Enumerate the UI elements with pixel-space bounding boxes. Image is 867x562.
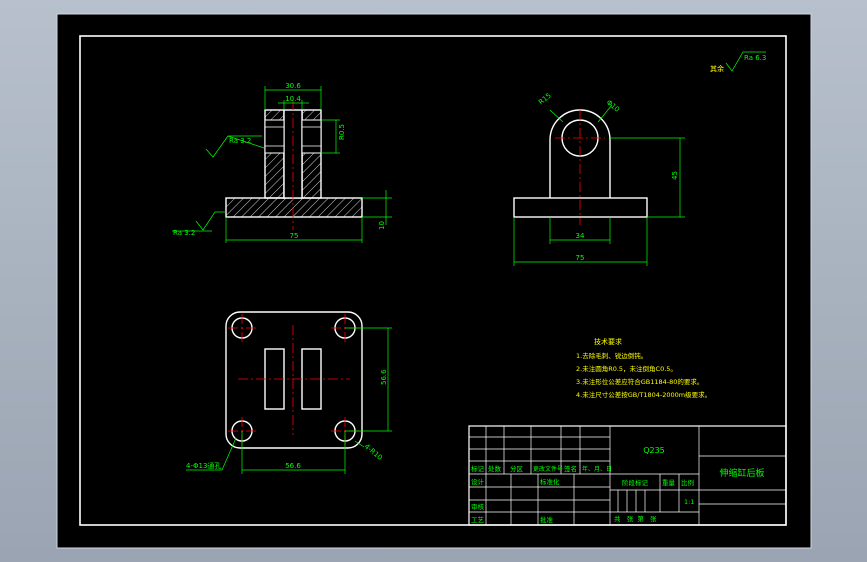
material: Q235 [643, 446, 665, 455]
tech-req-item: 3.未注形位公差应符合GB1184-80的要求。 [576, 377, 703, 386]
front-dim-top-inner: 10.4 [285, 95, 301, 103]
technical-requirements: 技术要求 1.去除毛刺、锐边倒钝。 2.未注圆角R0.5，未注倒角C0.5。 3… [576, 337, 711, 399]
top-dim-height: 56.6 [380, 369, 388, 385]
surface-finish-value: Ra 6.3 [744, 54, 766, 62]
front-base [225, 197, 363, 218]
front-roughness-top: Ra 3.2 [229, 137, 251, 145]
row-label: 年、月、日 [582, 465, 612, 473]
sheet-background [56, 13, 812, 549]
design-label: 设计 [471, 477, 485, 486]
tech-req-item: 2.未注圆角R0.5，未注倒角C0.5。 [576, 364, 677, 373]
side-dim-height: 45 [671, 171, 679, 180]
scale-label: 比例 [681, 478, 694, 487]
row-label: 标记 [471, 464, 485, 473]
tech-req-item: 4.未注尺寸公差按GB/T1804-2000m级要求。 [576, 390, 711, 399]
tech-req-item: 1.去除毛刺、锐边倒钝。 [576, 351, 647, 360]
row-label: 处数 [488, 464, 502, 473]
row-label: 分区 [510, 464, 524, 473]
top-dim-width: 56.6 [285, 462, 301, 470]
side-dim-total-width: 75 [576, 254, 585, 262]
weight-label: 重量 [662, 479, 676, 487]
scale-value: 1:1 [684, 498, 694, 506]
front-dim-top-outer: 30.6 [285, 82, 301, 90]
tech-req-title: 技术要求 [594, 337, 622, 346]
title-block: 标记 处数 分区 更改文件号 签名 年、月、日 设计 标准化 审核 工艺 批准 … [468, 425, 787, 526]
approve-label: 批准 [540, 515, 554, 524]
sheet-count: 共 张 第 张 [614, 514, 657, 523]
part-name: 伸缩缸后板 [719, 467, 764, 479]
front-hole-right [301, 119, 322, 154]
row-label: 更改文件号 [533, 465, 563, 473]
top-plate [225, 311, 363, 449]
front-hole-left [264, 119, 285, 154]
front-dim-base-width: 75 [290, 232, 299, 240]
review-label: 审核 [471, 502, 485, 511]
front-view: 30.6 10.4 R0.5 75 10 Ra 3.2 Ra 3.2 [172, 82, 392, 243]
surface-finish-label: 其余 [710, 64, 724, 73]
side-base [513, 197, 648, 218]
front-dim-right-small: R0.5 [338, 124, 346, 140]
surface-finish-note: 其余 Ra 6.3 [710, 51, 766, 73]
drawing-border [79, 35, 787, 526]
front-roughness-left: Ra 3.2 [173, 229, 195, 237]
process-label: 工艺 [471, 516, 485, 524]
top-hole-callout: 4-Φ13通孔 [186, 461, 221, 470]
stage-mark-label: 阶段标记 [622, 478, 649, 487]
row-label: 签名 [564, 464, 577, 473]
standardization-label: 标准化 [540, 477, 560, 486]
front-dim-base-height: 10 [378, 221, 386, 230]
side-dim-inner-width: 34 [576, 232, 585, 240]
